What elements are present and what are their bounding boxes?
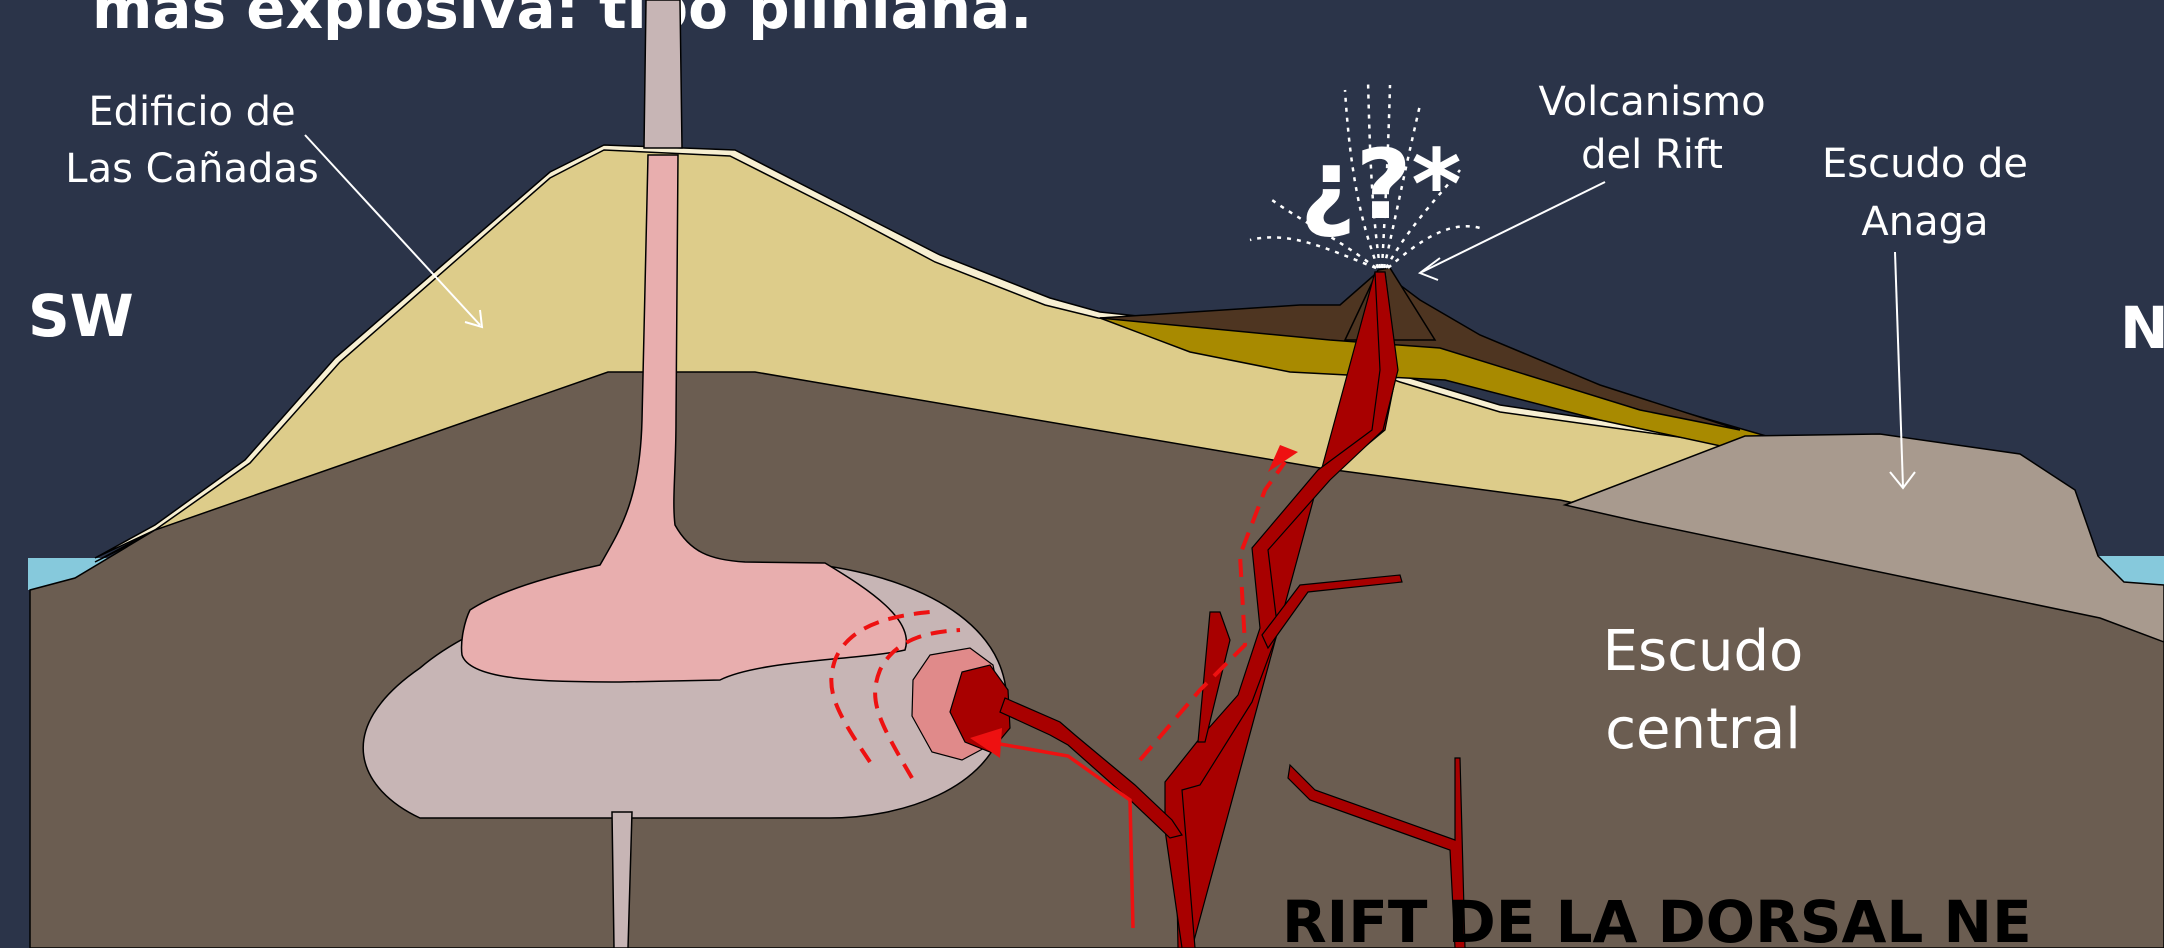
central-label-line1: Escudo: [1603, 619, 1804, 684]
central-label-line2: central: [1605, 697, 1801, 762]
ne-label: N: [2120, 294, 2164, 362]
question-label: ¿?*: [1300, 129, 1462, 241]
sw-label: SW: [28, 282, 134, 350]
anaga-label-line2: Anaga: [1861, 199, 1988, 245]
eruption-column: [644, 0, 682, 148]
rift-label-line1: Volcanismo: [1538, 79, 1765, 125]
canadas-label-line2: Las Cañadas: [65, 146, 318, 192]
rift-label-line2: del Rift: [1581, 132, 1723, 178]
lower-conduit: [612, 812, 632, 948]
anaga-label-line1: Escudo de: [1822, 141, 2028, 187]
title-fragment: más explosiva: tipo pliniana.: [92, 0, 1032, 42]
rift-dorsal-label: RIFT DE LA DORSAL NE: [1282, 888, 2032, 948]
canadas-label-line1: Edificio de: [88, 89, 295, 135]
